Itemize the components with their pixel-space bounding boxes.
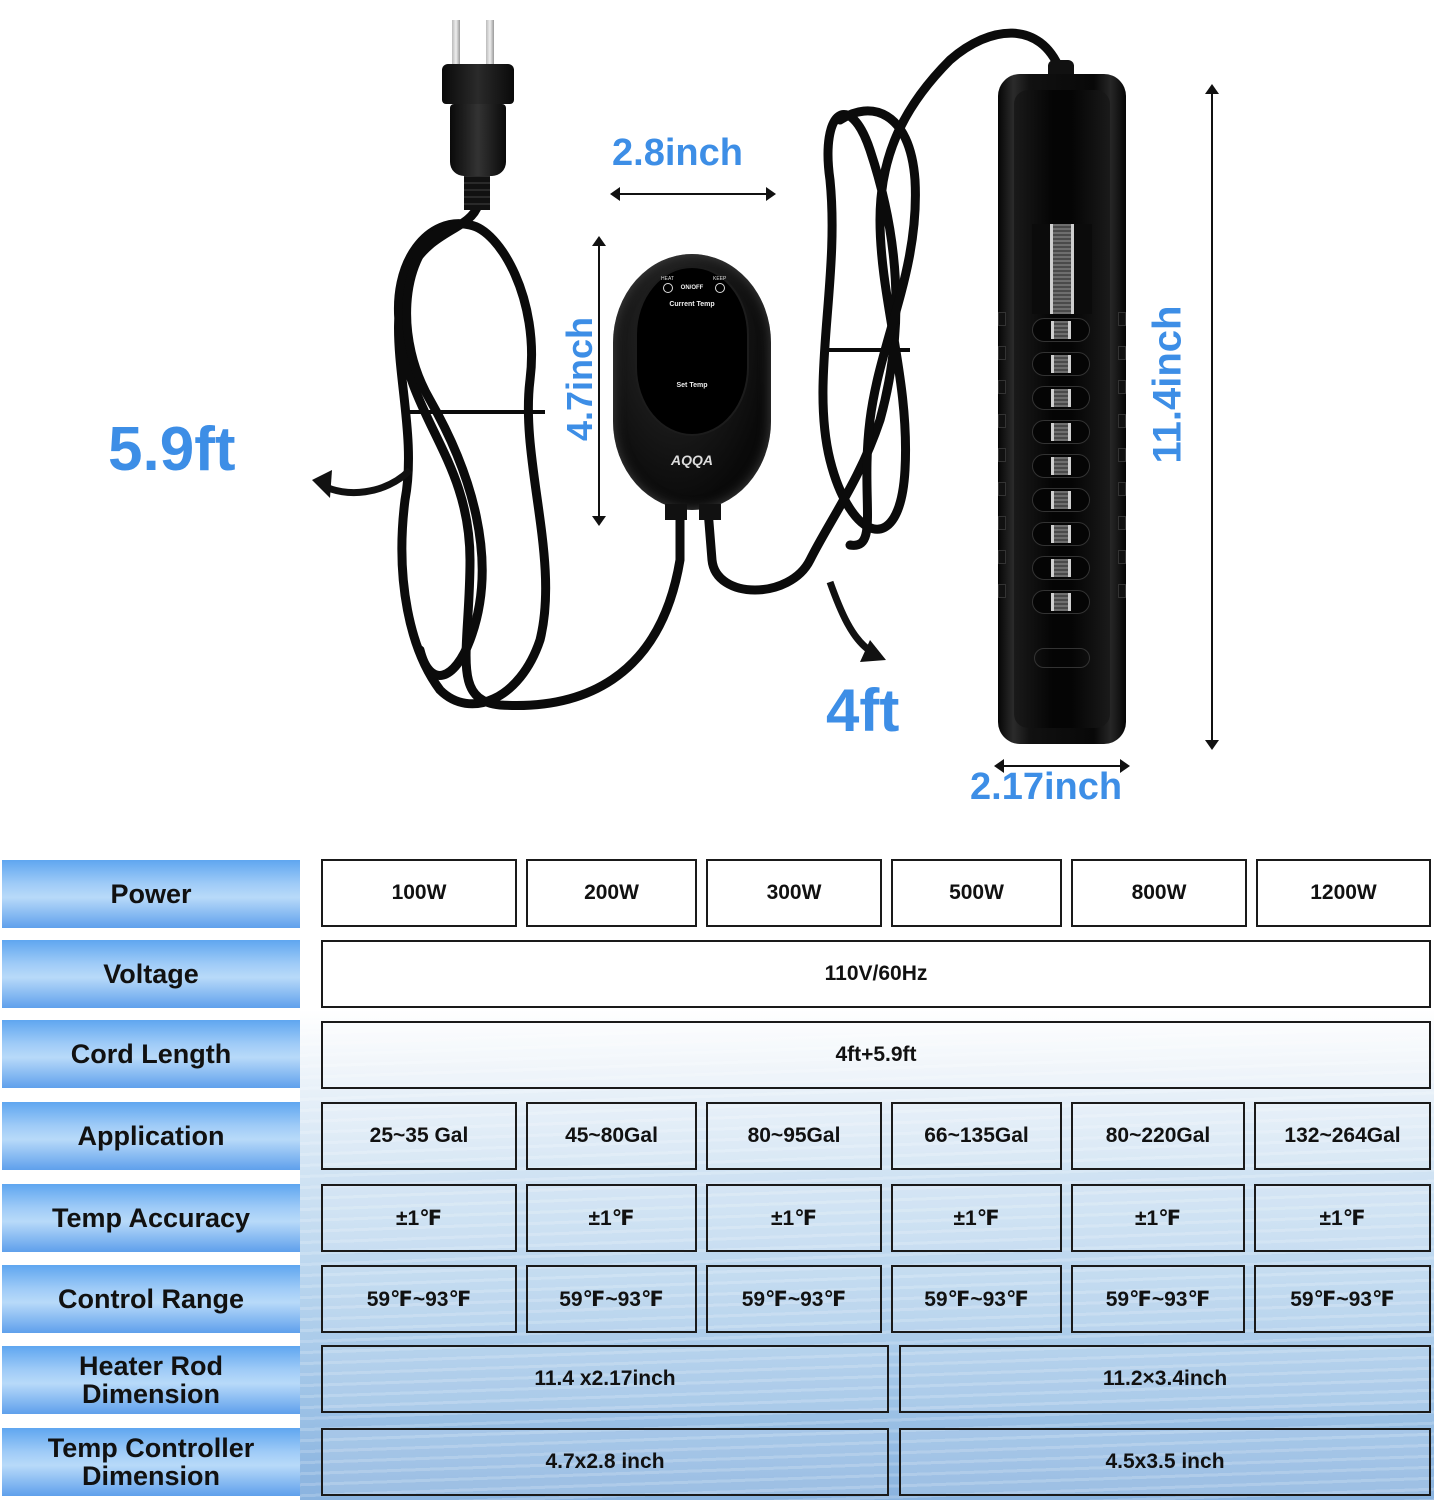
row-label-cord-length: Cord Length <box>2 1020 300 1088</box>
temp-controller-dimension-cell: 4.5x3.5 inch <box>899 1428 1431 1496</box>
temperature-controller: HEAT KEEP ON/OFF Current Temp Set Temp A… <box>613 254 771 520</box>
heater-width-label: 2.17inch <box>970 766 1123 808</box>
power-cell-200w: 200W <box>526 859 697 927</box>
temp-accuracy-cell: ±1℉ <box>706 1184 882 1252</box>
heater-length-arrow <box>1205 84 1219 750</box>
control-range-cell: 59℉~93℉ <box>891 1265 1062 1333</box>
application-cell: 80~220Gal <box>1071 1102 1245 1170</box>
temp-accuracy-cell: ±1℉ <box>1071 1184 1245 1252</box>
row-label-temp-controller-dimension: Temp Controller Dimension <box>2 1428 300 1496</box>
row-label-line: Dimension <box>81 1379 221 1409</box>
application-cell: 25~35 Gal <box>321 1102 517 1170</box>
control-range-cell: 59℉~93℉ <box>706 1265 882 1333</box>
row-label-application: Application <box>2 1102 300 1170</box>
row-label-heater-rod-dimension: Heater Rod Dimension <box>2 1346 300 1414</box>
row-label-line: Dimension <box>81 1461 221 1491</box>
heater-rod <box>998 74 1126 744</box>
control-range-cell: 59℉~93℉ <box>526 1265 697 1333</box>
set-temp-label: Set Temp <box>676 382 708 389</box>
heater-cord-length-label: 4ft <box>826 677 900 744</box>
temp-accuracy-cell: ±1℉ <box>321 1184 517 1252</box>
controller-height-label: 4.7inch <box>559 316 600 442</box>
heater-cord-cap <box>1048 60 1074 78</box>
heater-rod-dimension-cell: 11.2×3.4inch <box>899 1345 1431 1413</box>
temp-controller-dimension-cell: 4.7x2.8 inch <box>321 1428 889 1496</box>
keep-led-label: KEEP <box>713 276 727 282</box>
control-range-cell: 59℉~93℉ <box>1071 1265 1245 1333</box>
heater-length-label: 11.4inch <box>1145 305 1190 464</box>
water-background <box>300 1010 1434 1500</box>
power-cell-500w: 500W <box>891 859 1062 927</box>
control-range-cell: 59℉~93℉ <box>321 1265 517 1333</box>
voltage-cell: 110V/60Hz <box>321 940 1431 1008</box>
power-cell-100w: 100W <box>321 859 517 927</box>
controller-width-label: 2.8inch <box>612 132 743 174</box>
row-label-line: Heater Rod <box>78 1351 224 1381</box>
power-cell-800w: 800W <box>1071 859 1247 927</box>
current-temp-label: Current Temp <box>669 301 715 308</box>
plug-cord-length-label: 5.9ft <box>108 415 236 484</box>
heater-width-arrow <box>994 759 1130 773</box>
row-label-line: Temp Controller <box>47 1433 255 1463</box>
row-label-voltage: Voltage <box>2 940 300 1008</box>
heat-led-label: HEAT <box>661 276 674 282</box>
row-label-temp-accuracy: Temp Accuracy <box>2 1184 300 1252</box>
cord-length-cell: 4ft+5.9ft <box>321 1021 1431 1089</box>
application-cell: 132~264Gal <box>1254 1102 1431 1170</box>
application-cell: 45~80Gal <box>526 1102 697 1170</box>
temp-accuracy-cell: ±1℉ <box>891 1184 1062 1252</box>
row-label-control-range: Control Range <box>2 1265 300 1333</box>
row-label-power: Power <box>2 860 300 928</box>
controller-height-arrow <box>592 236 606 526</box>
power-plug <box>442 20 514 210</box>
application-cell: 80~95Gal <box>706 1102 882 1170</box>
temp-accuracy-cell: ±1℉ <box>1254 1184 1431 1252</box>
control-range-cell: 59℉~93℉ <box>1254 1265 1431 1333</box>
controller-width-arrow <box>610 187 776 201</box>
power-cell-1200w: 1200W <box>1256 859 1431 927</box>
brand-logo: AQQA <box>671 452 713 468</box>
heat-led-icon <box>663 283 673 293</box>
power-cords <box>312 28 1065 711</box>
keep-led-icon <box>715 283 725 293</box>
power-cell-300w: 300W <box>706 859 882 927</box>
controller-display: HEAT KEEP ON/OFF Current Temp Set Temp <box>635 266 749 436</box>
temp-accuracy-cell: ±1℉ <box>526 1184 697 1252</box>
application-cell: 66~135Gal <box>891 1102 1062 1170</box>
heater-rod-dimension-cell: 11.4 x2.17inch <box>321 1345 889 1413</box>
on-off-button[interactable]: ON/OFF <box>680 285 704 291</box>
